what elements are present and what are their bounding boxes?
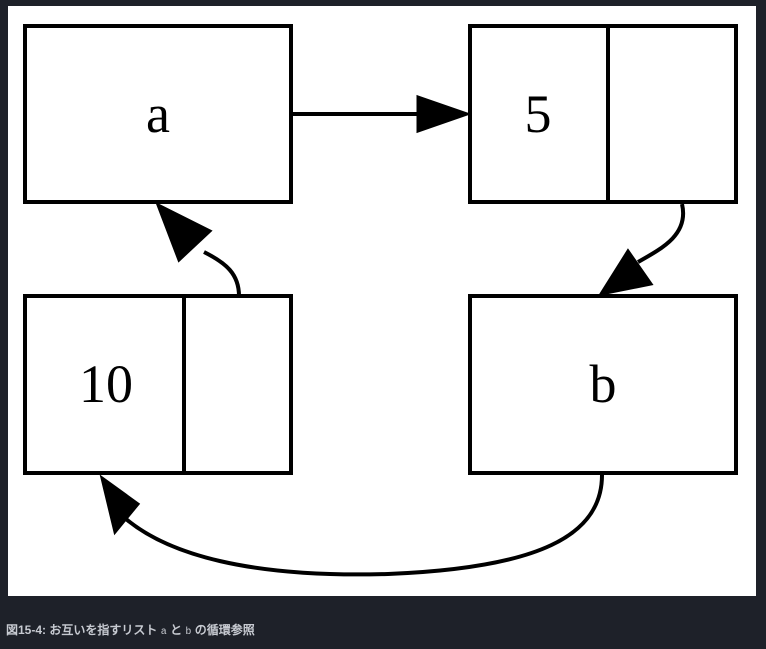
edge-b-to-cons-10-arrowhead [99, 474, 141, 536]
edge-cons-5-to-b-arrowhead [597, 248, 654, 297]
diagram-panel: a 5 b 10 [8, 6, 756, 596]
caption-code-b: b [185, 627, 192, 638]
caption-code-a: a [160, 627, 167, 638]
figure-caption: 図15-4: お互いを指すリスト a と b の循環参照 [6, 621, 255, 638]
caption-prefix: 図15-4: お互いを指すリスト [6, 623, 158, 637]
node-b-label: b [590, 354, 617, 414]
edge-cons-10-to-a [155, 201, 241, 297]
node-a-label: a [146, 84, 170, 144]
circular-reference-diagram: a 5 b 10 [23, 24, 738, 577]
node-cons-10-box [23, 294, 293, 475]
node-cons-10: 10 [23, 294, 293, 475]
caption-suffix: の循環参照 [194, 623, 255, 637]
edge-a-to-cons-5-arrowhead [416, 94, 472, 134]
edge-b-to-cons-10-line [124, 474, 604, 577]
edge-b-to-cons-10 [99, 474, 604, 577]
caption-connector: と [170, 623, 183, 637]
node-cons-5: 5 [468, 24, 738, 204]
edge-cons-10-to-a-line [203, 250, 241, 297]
edge-cons-5-to-b-line [637, 203, 686, 264]
node-cons-5-box [468, 24, 738, 204]
node-a: a [23, 24, 293, 204]
node-cons-10-value: 10 [79, 354, 133, 414]
node-cons-5-value: 5 [525, 84, 552, 144]
edge-cons-10-to-a-arrowhead [155, 201, 213, 263]
edge-a-to-cons-5 [291, 94, 472, 134]
node-b: b [468, 294, 738, 475]
node-b-box [468, 294, 738, 475]
edge-cons-5-to-b [597, 203, 686, 297]
